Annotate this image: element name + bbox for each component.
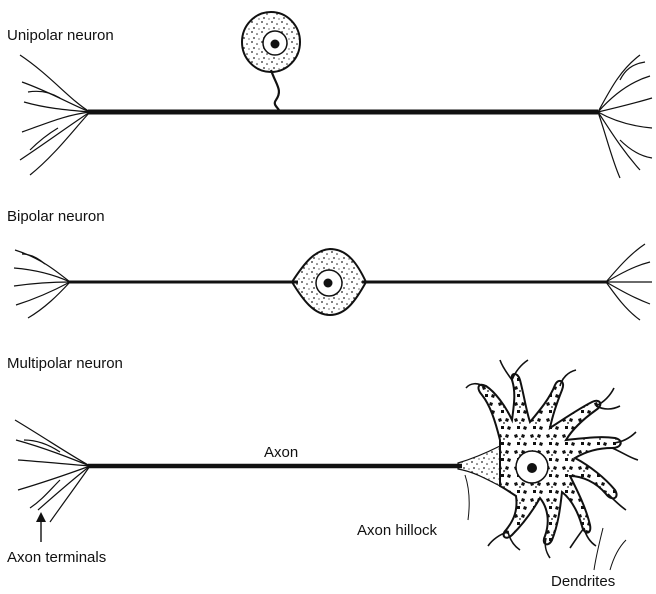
multipolar-axon-terminals [15,420,90,522]
bipolar-cell-body [292,249,366,315]
axon-hillock [458,446,500,486]
unipolar-cell-body [242,12,300,72]
bipolar-right-terminals [606,244,652,320]
axon-hillock-pointer [465,475,469,520]
unipolar-left-terminals [20,55,90,175]
multipolar-nucleolus [527,463,537,473]
dendrites-pointer-2 [610,540,626,570]
multipolar-neuron-title: Multipolar neuron [7,355,123,372]
unipolar-stalk [271,70,280,112]
unipolar-right-dendrites [598,55,652,178]
unipolar-neuron: Unipolar neuron [7,12,652,178]
multipolar-cell-body [479,374,621,544]
axon-hillock-label: Axon hillock [357,522,438,539]
unipolar-nucleolus [271,40,280,49]
axon-label: Axon [264,444,298,461]
axon-terminals-arrow [36,512,46,542]
bipolar-nucleolus [324,279,333,288]
axon-terminals-label: Axon terminals [7,549,106,566]
bipolar-neuron: Bipolar neuron [7,208,652,320]
bipolar-left-dendrites [14,250,70,318]
bipolar-neuron-title: Bipolar neuron [7,208,105,225]
dendrites-pointer-1 [594,528,603,570]
multipolar-neuron: Multipolar neuron Axon [7,355,638,590]
dendrites-label: Dendrites [551,573,615,590]
unipolar-neuron-title: Unipolar neuron [7,27,114,44]
